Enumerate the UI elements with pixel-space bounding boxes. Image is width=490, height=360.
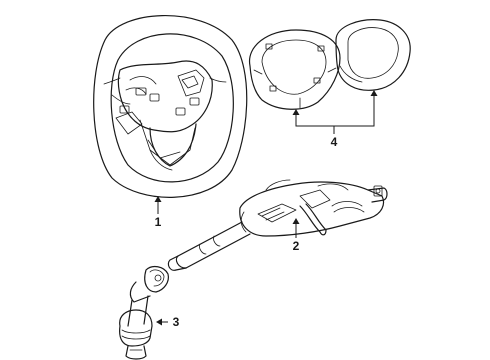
callout-label-3: 3 [173,315,180,329]
callout-3: 3 [156,315,180,329]
steering-column [167,179,388,271]
callout-4: 4 [292,90,378,149]
airbag-module [335,19,411,91]
callout-label-1: 1 [155,215,162,229]
callout-label-4: 4 [331,135,338,149]
callout-1: 1 [154,196,162,229]
steering-wheel [93,15,248,198]
callout-label-2: 2 [293,239,300,253]
intermediate-shaft [119,265,169,360]
callout-2: 2 [292,218,300,253]
airbag-trim-ring [249,29,341,110]
